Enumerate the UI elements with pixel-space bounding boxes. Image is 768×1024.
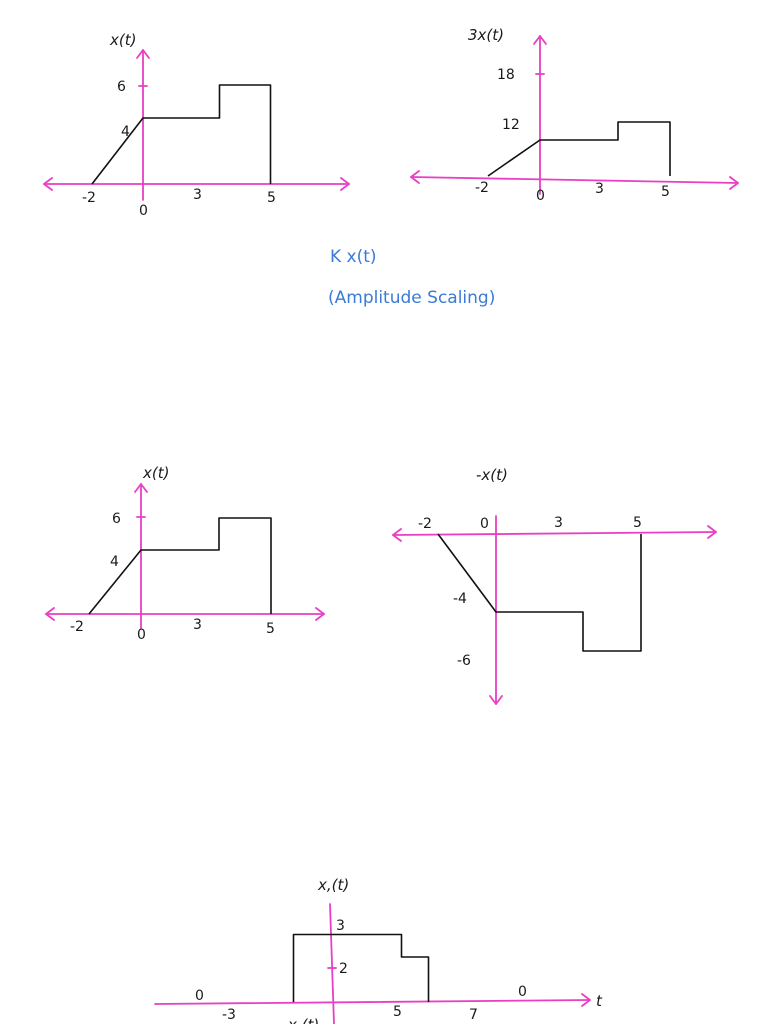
p5-tick-label-minus3: -3 [222, 1007, 236, 1023]
p2-ylabel: 3x(t) [468, 26, 504, 44]
p1-signal-waveform [91, 84, 272, 185]
p2-amplitude-axis-arrow [533, 35, 547, 45]
p2-tick-label-5: 5 [661, 184, 670, 200]
p3-tick-label-6: 6 [112, 511, 121, 527]
p2-tick-label-3: 3 [595, 181, 604, 197]
amplitude-scaling-note: K x(t) (Amplitude Scaling) [328, 247, 495, 308]
p2-signal-waveform [487, 121, 671, 177]
p4-amplitude-axis-arrow [489, 695, 503, 705]
p2-tick-label-12: 12 [502, 117, 520, 133]
p1-tick-label-5: 5 [267, 190, 276, 206]
plot-3x-of-t-top-right: 3x(t) 18 12 -2 0 3 5 [410, 26, 739, 204]
p1-tick-label-6: 6 [117, 79, 126, 95]
p2-tick-label-0: 0 [536, 188, 545, 204]
p3-tick-label-4: 4 [110, 554, 119, 570]
p5-zero-label-left: 0 [195, 988, 204, 1004]
p5-zero-label-right: 0 [518, 984, 527, 1000]
p2-time-axis-arrows [410, 170, 739, 190]
p5-tick-label-7: 7 [469, 1007, 478, 1023]
p3-amplitude-axis-arrow [134, 483, 148, 493]
p2-tick-label-18: 18 [497, 67, 515, 83]
p1-ylabel: x(t) [109, 31, 136, 49]
p4-tick-label-5: 5 [633, 515, 642, 531]
plot-x1-of-t-bottom: x,(t) 3 2 0 0 -3 5 7 t x,(t) [154, 876, 603, 1024]
p2-time-axis [410, 176, 739, 184]
p4-tick-label-minus2: -2 [418, 516, 432, 532]
p4-ylabel: -x(t) [476, 466, 508, 484]
plot-x-of-t-top-left: x(t) 6 4 -2 0 3 5 [43, 31, 350, 219]
p4-time-axis [392, 531, 717, 536]
p3-tick-label-minus2: -2 [70, 619, 84, 635]
plot-minus-x-of-t-middle-right: -x(t) -2 0 3 5 -4 -6 [392, 466, 717, 705]
p5-xlabel-t: t [596, 992, 603, 1010]
p5-tick-label-5: 5 [393, 1004, 402, 1020]
p4-tick-label-minus4: -4 [453, 591, 467, 607]
p1-tick-label-0: 0 [139, 203, 148, 219]
p5-time-axis-arrow [581, 993, 591, 1007]
p5-bottom-cut-label: x,(t) [287, 1016, 319, 1024]
p3-ylabel: x(t) [142, 464, 169, 482]
p1-amplitude-axis-arrow [136, 49, 150, 59]
p4-tick-label-minus6: -6 [457, 653, 471, 669]
p5-tick-label-3: 3 [336, 918, 345, 934]
p3-tick-label-0: 0 [137, 627, 146, 643]
plot-x-of-t-middle-left: x(t) 6 4 -2 0 3 5 [45, 464, 325, 643]
p5-time-axis [154, 999, 591, 1005]
p5-ylabel: x,(t) [317, 876, 349, 894]
p1-tick-label-3: 3 [193, 187, 202, 203]
p5-tick-label-2: 2 [339, 961, 348, 977]
p3-tick-label-5: 5 [266, 621, 275, 637]
p5-signal-waveform [292, 933, 430, 1002]
note-amplitude-scaling: (Amplitude Scaling) [328, 288, 495, 308]
p4-time-axis-arrows [392, 525, 717, 542]
p3-signal-waveform [88, 517, 272, 615]
p3-time-axis-arrows [45, 607, 325, 621]
p4-signal-waveform [437, 533, 642, 652]
p5-amplitude-axis [329, 903, 335, 1024]
p4-tick-label-0: 0 [480, 516, 489, 532]
p1-time-axis-arrows [43, 177, 350, 191]
p4-tick-label-3: 3 [554, 515, 563, 531]
p1-tick-label-4: 4 [121, 124, 130, 140]
note-kx-of-t: K x(t) [330, 247, 377, 267]
p2-tick-label-minus2: -2 [475, 180, 489, 196]
p3-tick-label-3: 3 [193, 617, 202, 633]
p1-tick-label-minus2: -2 [82, 190, 96, 206]
